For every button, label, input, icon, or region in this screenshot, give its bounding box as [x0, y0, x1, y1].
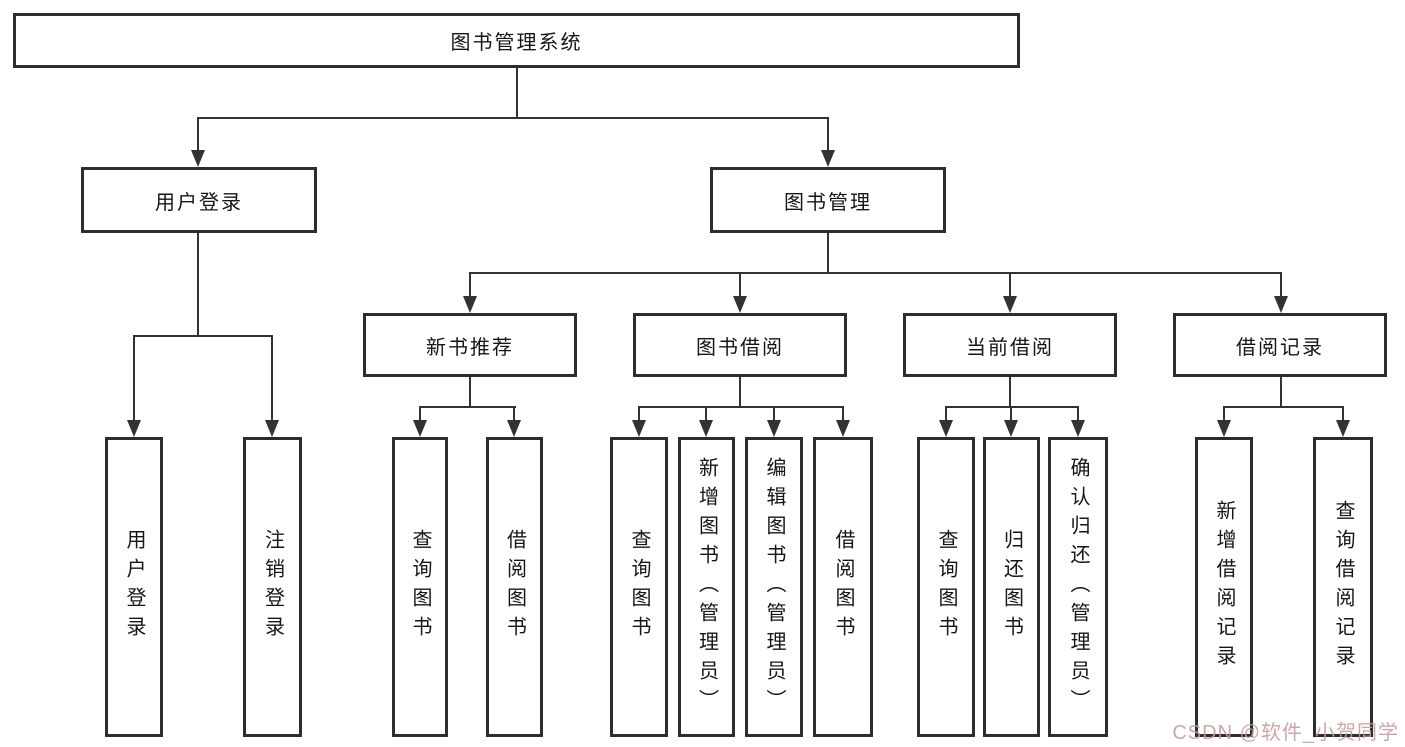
arrowhead-icon [699, 420, 713, 437]
connector-root-stem [516, 68, 518, 118]
connector-arrow-stem [469, 272, 471, 297]
connector-arrow-stem [419, 406, 421, 422]
leaf-query-borrow-record: 查询借阅记录 [1313, 437, 1373, 737]
leaf-label: 借阅图书 [832, 529, 854, 645]
node-borrow-records: 借阅记录 [1173, 313, 1387, 377]
arrowhead-icon [767, 420, 781, 437]
connector-arrow-stem [739, 272, 741, 297]
connector-arrow-stem [1077, 406, 1079, 422]
leaf-query-books-1: 查询图书 [392, 437, 448, 737]
leaf-user-login: 用户登录 [105, 437, 163, 737]
node-label: 图书管理 [784, 191, 872, 214]
connector-arrow-stem [197, 117, 199, 151]
leaf-label: 新增图书（管理员） [695, 456, 718, 718]
leaf-label: 查询图书 [935, 529, 957, 645]
connector-stem [469, 377, 471, 408]
leaf-borrow-books-2: 借阅图书 [813, 437, 873, 737]
connector-stem [739, 377, 741, 408]
arrowhead-icon [413, 420, 427, 437]
connector-l1-branch [197, 117, 829, 119]
leaf-label: 用户登录 [123, 529, 145, 645]
node-current-borrowing: 当前借阅 [903, 313, 1117, 377]
leaf-query-books-2: 查询图书 [610, 437, 668, 737]
connector-arrow-stem [1280, 272, 1282, 297]
leaf-label: 查询图书 [409, 529, 431, 645]
connector-arrow-stem [271, 335, 273, 421]
connector-arrow-stem [1009, 272, 1011, 297]
arrowhead-icon [463, 296, 477, 313]
leaf-label: 新增借阅记录 [1213, 500, 1235, 674]
connector-stem [197, 233, 199, 337]
leaf-confirm-return-admin: 确认归还（管理员） [1048, 437, 1108, 737]
leaf-return-books: 归还图书 [983, 437, 1040, 737]
connector-arrow-stem [705, 406, 707, 422]
connector-arrow-stem [827, 117, 829, 151]
connector-arrow-stem [133, 335, 135, 421]
node-book-borrowing: 图书借阅 [633, 313, 847, 377]
leaf-label: 查询借阅记录 [1332, 500, 1354, 674]
arrowhead-icon [1274, 296, 1288, 313]
arrowhead-icon [733, 296, 747, 313]
arrowhead-icon [507, 420, 521, 437]
arrowhead-icon [191, 150, 205, 167]
connector-branch [945, 406, 1079, 408]
leaf-label: 归还图书 [1000, 529, 1023, 645]
connector-stem [1280, 377, 1282, 408]
connector-branch [638, 406, 844, 408]
node-root-system: 图书管理系统 [13, 13, 1020, 68]
connector-arrow-stem [945, 406, 947, 422]
arrowhead-icon [1071, 420, 1085, 437]
node-user-login: 用户登录 [81, 167, 317, 233]
leaf-add-books-admin: 新增图书（管理员） [678, 437, 735, 737]
connector-arrow-stem [1010, 406, 1012, 422]
leaf-logout: 注销登录 [243, 437, 302, 737]
arrowhead-icon [836, 420, 850, 437]
node-label: 用户登录 [155, 191, 243, 214]
leaf-label: 查询图书 [628, 529, 650, 645]
arrowhead-icon [632, 420, 646, 437]
node-label: 借阅记录 [1236, 336, 1324, 359]
arrowhead-icon [1003, 296, 1017, 313]
csdn-watermark: CSDN @软件_小贺同学 [1172, 722, 1399, 744]
connector-arrow-stem [513, 406, 515, 422]
connector-arrow-stem [638, 406, 640, 422]
node-new-book-recommend: 新书推荐 [363, 313, 577, 377]
arrowhead-icon [1336, 420, 1350, 437]
leaf-borrow-books-1: 借阅图书 [486, 437, 543, 737]
arrowhead-icon [265, 420, 279, 437]
node-label: 当前借阅 [966, 336, 1054, 359]
connector-branch [133, 335, 273, 337]
node-book-management: 图书管理 [710, 167, 946, 233]
connector-arrow-stem [1223, 406, 1225, 422]
leaf-add-borrow-record: 新增借阅记录 [1195, 437, 1253, 737]
arrowhead-icon [939, 420, 953, 437]
leaf-query-books-3: 查询图书 [917, 437, 975, 737]
connector-arrow-stem [773, 406, 775, 422]
connector-stem [1009, 377, 1011, 408]
connector-stem [827, 233, 829, 274]
node-label: 图书借阅 [696, 336, 784, 359]
arrowhead-icon [127, 420, 141, 437]
node-label: 新书推荐 [426, 336, 514, 359]
arrowhead-icon [1217, 420, 1231, 437]
connector-arrow-stem [842, 406, 844, 422]
connector-arrow-stem [1342, 406, 1344, 422]
connector-branch [419, 406, 516, 408]
leaf-label: 编辑图书（管理员） [763, 456, 785, 718]
arrowhead-icon [1004, 420, 1018, 437]
connector-branch [469, 272, 1282, 274]
leaf-label: 确认归还（管理员） [1067, 456, 1089, 718]
node-root-label: 图书管理系统 [450, 32, 583, 54]
arrowhead-icon [821, 150, 835, 167]
connector-branch [1223, 406, 1344, 408]
leaf-edit-books-admin: 编辑图书（管理员） [745, 437, 803, 737]
leaf-label: 借阅图书 [503, 529, 526, 645]
leaf-label: 注销登录 [261, 529, 284, 645]
